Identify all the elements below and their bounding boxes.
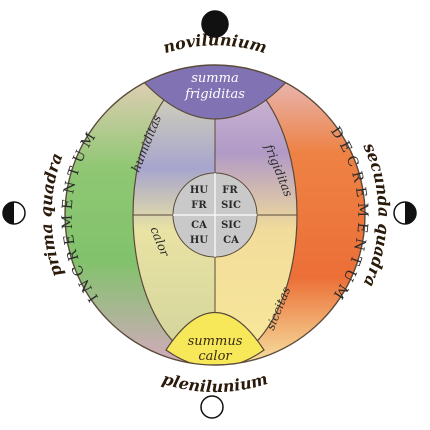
grid-tl-2: FR	[191, 200, 207, 211]
outer-circle-outline	[64, 64, 366, 366]
grid-bl-2: HU	[190, 235, 208, 246]
grid-bl-1: CA	[191, 220, 207, 231]
plenilunium-label: plenilunium	[160, 369, 270, 396]
grid-tr-2: SIC	[221, 200, 241, 211]
grid-br-2: CA	[223, 235, 239, 246]
calor-cap-label: calor	[198, 349, 232, 364]
grid-br-1: SIC	[221, 220, 241, 231]
summus-label: summus	[188, 334, 243, 349]
summa-label: summa	[191, 71, 238, 86]
frigiditas-cap-label: frigiditas	[184, 87, 245, 102]
center-grid: HU FR FR SIC CA HU SIC CA	[172, 172, 258, 258]
new-moon-icon	[201, 10, 229, 38]
last-quarter-moon-icon	[393, 201, 417, 225]
first-quarter-moon-icon	[2, 201, 26, 225]
summus-calor-cap	[165, 312, 265, 365]
full-moon-icon	[200, 395, 224, 419]
grid-tl-1: HU	[190, 185, 208, 196]
grid-tr-1: FR	[222, 185, 238, 196]
